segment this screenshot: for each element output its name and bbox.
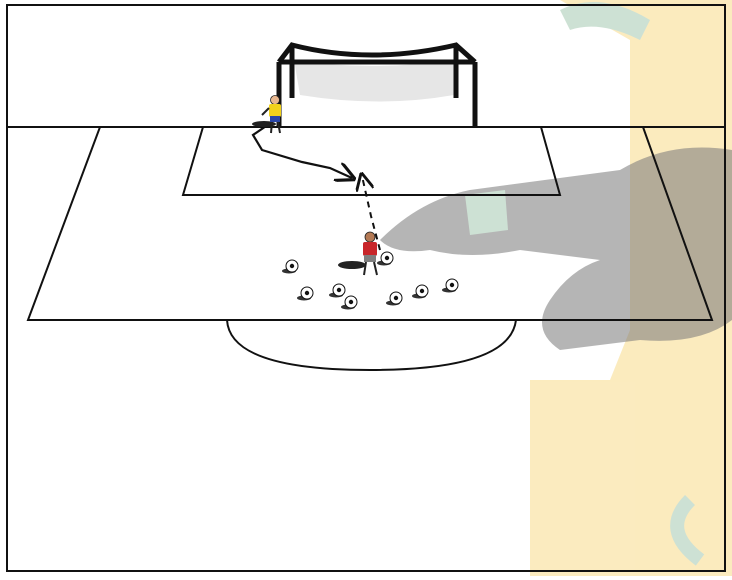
goal-area xyxy=(183,127,560,195)
soccer-ball-icon xyxy=(282,260,298,274)
goal-crossbar xyxy=(279,45,475,62)
soccer-ball-icon xyxy=(297,287,313,301)
soccer-ball-icon xyxy=(412,285,428,299)
goal-net xyxy=(294,60,454,102)
watermark-glove-cuff xyxy=(465,190,508,235)
player-shadow xyxy=(338,261,366,269)
soccer-ball-icon xyxy=(377,252,393,266)
goalkeeper-movement-arrow xyxy=(253,122,352,178)
goal xyxy=(279,45,475,127)
soccer-ball-icon xyxy=(341,296,357,310)
soccer-ball-icon xyxy=(329,284,345,298)
player-red-icon xyxy=(338,232,377,275)
penalty-arc xyxy=(227,320,516,370)
soccer-ball-icon xyxy=(442,279,458,293)
soccer-ball-icon xyxy=(386,292,402,306)
